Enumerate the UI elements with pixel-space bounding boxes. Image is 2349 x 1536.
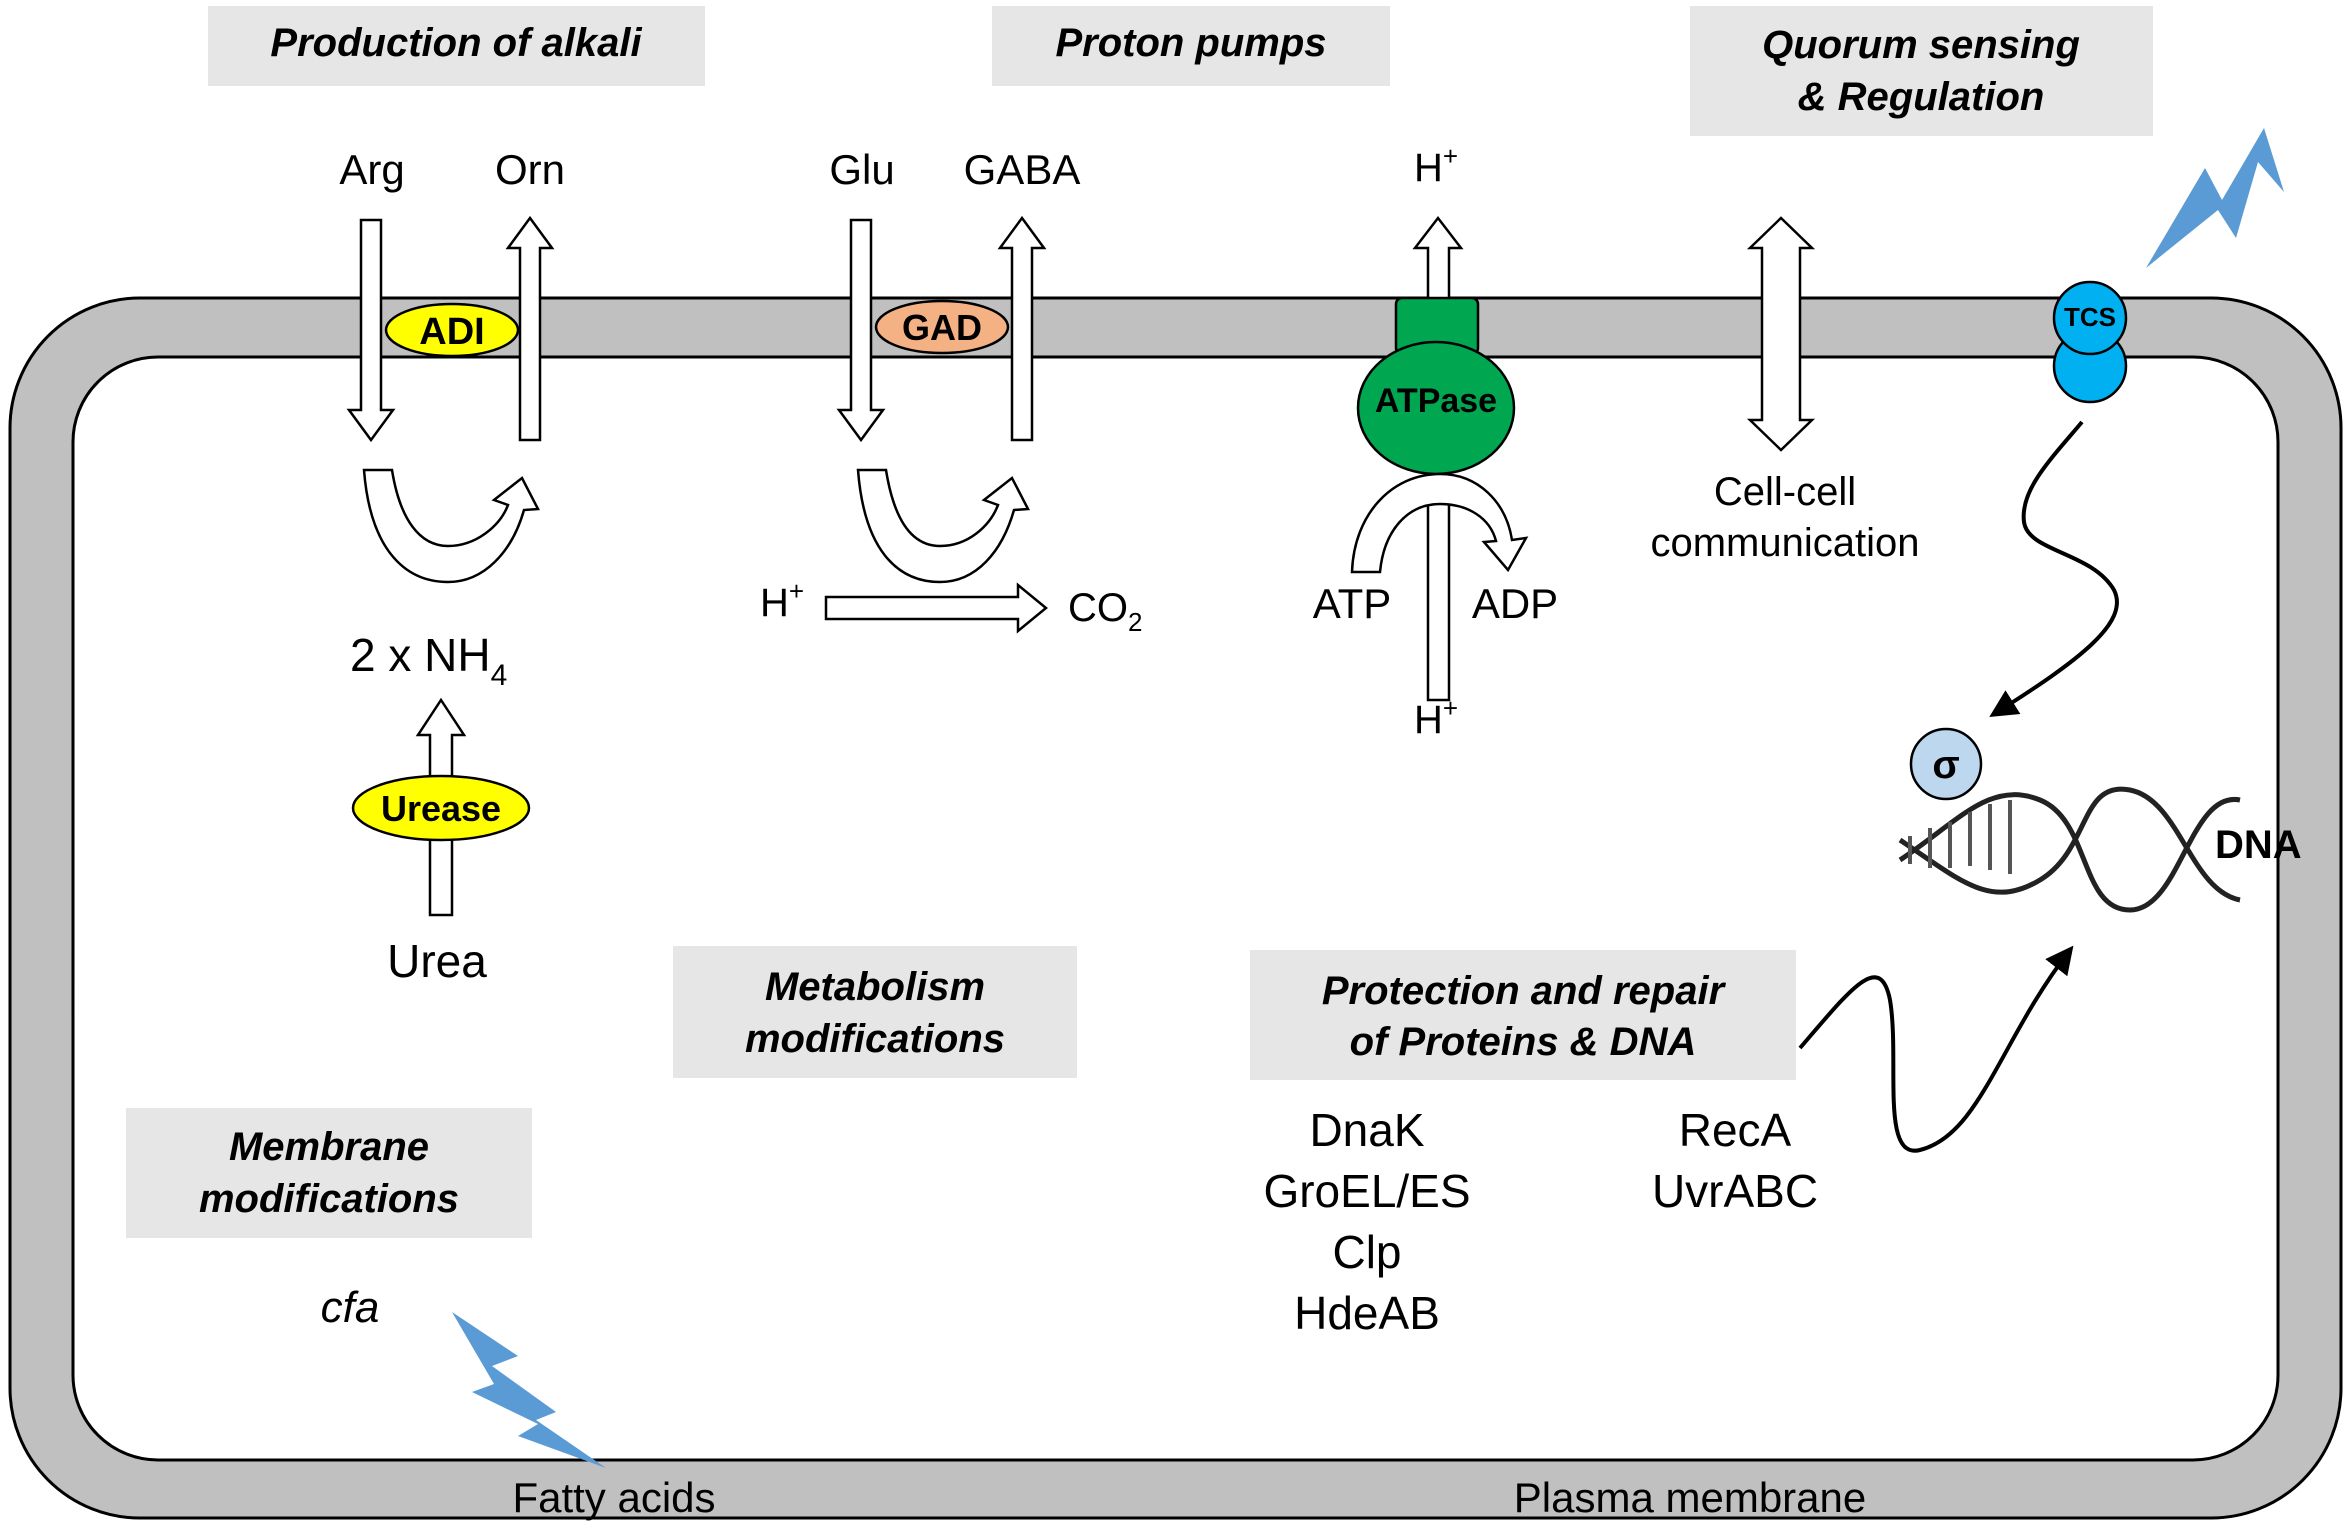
urease-enzyme	[351, 774, 531, 842]
plasma-membrane-label: Plasma membrane	[1514, 1474, 1866, 1521]
repair-reca: RecA	[1679, 1104, 1792, 1156]
dna-label: DNA	[2215, 823, 2302, 867]
tcs-receptor-upper	[2052, 280, 2128, 356]
signaling-path	[1989, 420, 2119, 717]
category-pumps-label: Proton pumps	[1055, 21, 1326, 65]
orn-label: Orn	[495, 146, 565, 193]
arg-label: Arg	[339, 146, 404, 193]
lightning-icon	[2146, 128, 2284, 268]
orn-export-arrow	[505, 215, 555, 442]
gaba-export-arrow	[997, 215, 1047, 442]
urea-label: Urea	[387, 935, 487, 987]
category-quorum-label-2: & Regulation	[1798, 75, 2045, 119]
gad-system: Glu GABA GAD H+ CO2	[760, 146, 1142, 637]
category-protection-label-2: of Proteins & DNA	[1350, 1020, 1697, 1064]
adi-system: Arg Orn ADI 2 x NH4 Urease Urea	[339, 146, 565, 987]
h-plus-cytoplasm-label: H+	[1414, 693, 1458, 742]
chaperone-clp: Clp	[1332, 1226, 1401, 1278]
protection-to-dna-path	[1798, 945, 2074, 1153]
sigma-label: σ	[1932, 743, 1959, 787]
cell-communication-label-1: Cell-cell	[1714, 470, 1856, 514]
adi-label: ADI	[419, 311, 484, 353]
quorum-system: Cell-cell communication TCS σ DNA	[1650, 128, 2302, 913]
gad-conversion-arrow	[856, 468, 1030, 584]
atpase-label: ATPase	[1375, 382, 1497, 420]
chaperone-hdeab: HdeAB	[1294, 1287, 1440, 1339]
protection-system: DnaK GroEL/ES Clp HdeAB RecA UvrABC	[1263, 945, 2074, 1339]
glu-label: Glu	[829, 146, 894, 193]
category-alkali-label: Production of alkali	[270, 21, 642, 65]
chaperone-dnak: DnaK	[1309, 1104, 1424, 1156]
category-pumps-box: Proton pumps	[992, 6, 1390, 86]
glu-uptake-arrow	[836, 218, 886, 443]
adi-enzyme	[384, 302, 520, 358]
cfa-label: cfa	[321, 1283, 380, 1332]
atp-hydrolysis-arrow	[1350, 472, 1529, 574]
category-quorum-label-1: Quorum sensing	[1762, 23, 2080, 67]
category-membrane-box: Membrane modifications	[126, 1108, 532, 1238]
category-membrane-label-1: Membrane	[229, 1125, 429, 1169]
atpase-system: H+ ATPase ATP ADP H+	[1313, 141, 1558, 742]
lightning-fatty-acids-icon	[452, 1312, 606, 1468]
cell-communication-label-2: communication	[1650, 521, 1919, 565]
category-metabolism-box: Metabolism modifications	[673, 946, 1077, 1078]
nh4-label: 2 x NH4	[350, 629, 507, 692]
category-protection-label-1: Protection and repair	[1322, 969, 1727, 1013]
cell-membrane	[8, 296, 2343, 1520]
category-quorum-box: Quorum sensing & Regulation	[1690, 6, 2153, 136]
adi-conversion-arrow	[362, 468, 540, 584]
dna-helix	[1898, 786, 2241, 913]
category-membrane-label-2: modifications	[199, 1177, 459, 1221]
arg-uptake-arrow	[346, 218, 396, 443]
category-metabolism-label-1: Metabolism	[765, 965, 985, 1009]
tcs-label: TCS	[2064, 302, 2116, 332]
chaperone-groel: GroEL/ES	[1263, 1165, 1470, 1217]
repair-uvrabc: UvrABC	[1652, 1165, 1818, 1217]
category-protection-box: Protection and repair of Proteins & DNA	[1250, 950, 1796, 1080]
h-plus-in-label: H+	[760, 576, 804, 625]
gaba-label: GABA	[964, 146, 1081, 193]
atp-label: ATP	[1313, 580, 1392, 627]
sigma-factor	[1909, 727, 1983, 801]
category-metabolism-label-2: modifications	[745, 1017, 1005, 1061]
membrane-modification: cfa Fatty acids Plasma membrane	[321, 1283, 1867, 1521]
category-alkali-box: Production of alkali	[208, 6, 705, 86]
decarboxylation-arrow	[824, 582, 1048, 634]
urease-label: Urease	[381, 788, 501, 829]
fatty-acids-label: Fatty acids	[512, 1474, 715, 1521]
cell-communication-arrow	[1746, 216, 1816, 452]
h-plus-out-label: H+	[1414, 141, 1458, 190]
co2-label: CO2	[1068, 586, 1142, 637]
gad-label: GAD	[902, 307, 982, 348]
gad-enzyme	[874, 299, 1010, 355]
adp-label: ADP	[1472, 580, 1558, 627]
